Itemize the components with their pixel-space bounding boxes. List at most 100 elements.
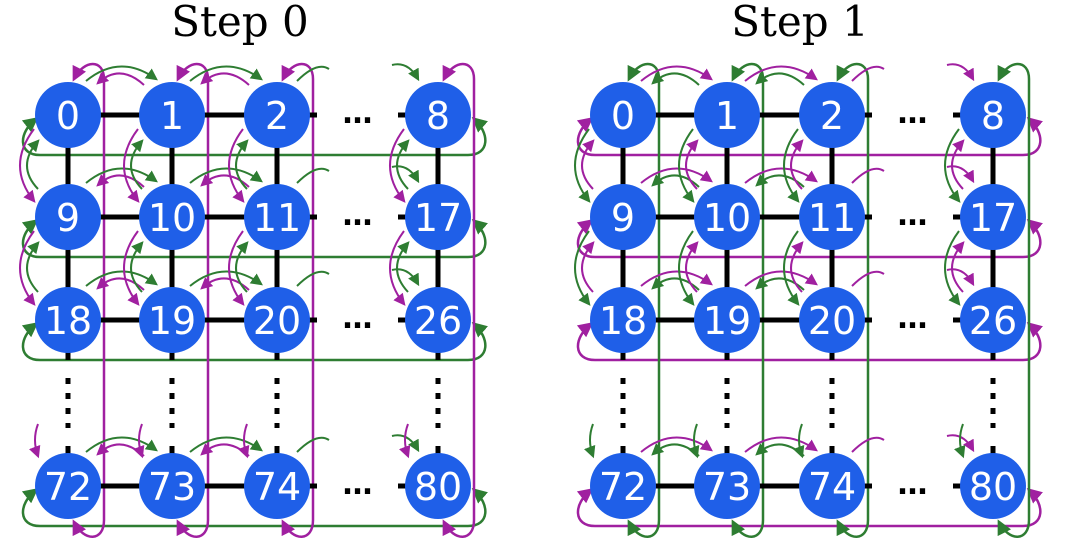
v-arrow-back-3-0 [396, 139, 410, 190]
v-arrow-back-2-0 [235, 139, 249, 190]
panel-title-step-1: Step 1 [731, 0, 868, 46]
v-arrow-fwd-1-1 [678, 230, 695, 306]
v-arrow-fwd-0-1 [574, 230, 591, 306]
col-wrap-link-1 [176, 62, 210, 538]
node-8 [960, 82, 1026, 148]
node-label-2: 2 [265, 94, 289, 138]
row-ellipsis-1: … [898, 198, 928, 233]
h-stub-in-1 [946, 165, 975, 184]
node-label-11: 11 [253, 196, 301, 240]
col-wrap-link-1 [731, 62, 765, 538]
col-wrap-link-3 [997, 62, 1031, 538]
h-arrow-back-2-1 [200, 277, 250, 291]
v-arrow-fwd-1-0 [123, 128, 140, 203]
node-label-20: 20 [253, 299, 301, 343]
node-73 [694, 453, 760, 519]
node-8 [405, 82, 471, 148]
node-10 [694, 184, 760, 250]
v-arrow-fwd-2-1 [228, 230, 245, 306]
panel-title-step-0: Step 0 [171, 0, 308, 46]
v-arrow-fwd-2-0 [228, 128, 245, 203]
h-stub-in-0 [946, 63, 975, 82]
node-label-18: 18 [44, 299, 92, 343]
h-stub-in-2 [946, 268, 975, 287]
node-20 [799, 287, 865, 353]
h-arrow-back-1-1 [200, 174, 250, 188]
h-stub-in-2 [391, 268, 420, 287]
h-arrow-back-0-1 [755, 72, 805, 86]
h-stub-out-2 [851, 270, 885, 287]
h-stub-in-3 [391, 434, 420, 453]
v-arrow-fwd-0-0 [19, 128, 36, 203]
node-label-74: 74 [808, 465, 856, 509]
row-wrap-link-2 [576, 322, 1043, 362]
v-arrow-back-1-1 [685, 241, 699, 293]
v-stub-in-3 [954, 423, 966, 459]
v-arrow-fwd-3-1 [944, 230, 961, 306]
node-label-8: 8 [426, 94, 450, 138]
node-label-10: 10 [148, 196, 196, 240]
node-0 [35, 82, 101, 148]
h-arrow-fwd-1-1 [189, 167, 263, 184]
node-11 [799, 184, 865, 250]
h-stub-out-2 [296, 270, 330, 287]
v-stub-in-0 [584, 423, 596, 459]
v-arrow-back-1-0 [130, 139, 144, 190]
node-20 [244, 287, 310, 353]
h-arrow-back-2-0 [651, 277, 700, 291]
v-arrow-fwd-3-0 [944, 128, 961, 203]
h-stub-out-1 [851, 167, 885, 184]
v-arrow-fwd-1-1 [123, 230, 140, 306]
node-label-19: 19 [703, 299, 751, 343]
node-label-1: 1 [715, 94, 739, 138]
node-label-26: 26 [414, 299, 462, 343]
node-label-80: 80 [414, 465, 462, 509]
h-arrow-fwd-0-1 [189, 65, 263, 82]
node-0 [590, 82, 656, 148]
node-label-19: 19 [148, 299, 196, 343]
v-arrow-back-3-0 [951, 139, 965, 190]
row-wrap-link-1 [21, 219, 488, 259]
node-label-73: 73 [703, 465, 751, 509]
h-arrow-back-2-1 [755, 277, 805, 291]
row-wrap-link-0 [576, 117, 1043, 157]
h-arrow-fwd-1-1 [744, 167, 818, 184]
node-label-1: 1 [160, 94, 184, 138]
h-arrow-fwd-0-0 [85, 65, 158, 82]
v-arrow-back-2-1 [235, 241, 249, 293]
h-stub-in-1 [391, 165, 420, 184]
node-label-73: 73 [148, 465, 196, 509]
h-arrow-back-2-0 [96, 277, 145, 291]
v-arrow-fwd-0-1 [19, 230, 36, 306]
node-80 [405, 453, 471, 519]
col-wrap-link-2 [836, 62, 870, 538]
h-stub-out-0 [851, 65, 885, 82]
h-arrow-fwd-2-1 [189, 270, 263, 287]
row-wrap-link-1 [576, 219, 1043, 259]
node-74 [244, 453, 310, 519]
node-11 [244, 184, 310, 250]
node-label-26: 26 [969, 299, 1017, 343]
h-arrow-fwd-3-0 [640, 436, 713, 453]
v-arrow-back-3-1 [396, 241, 410, 293]
node-label-72: 72 [599, 465, 647, 509]
h-arrow-fwd-3-1 [189, 436, 263, 453]
h-arrow-back-1-0 [651, 174, 700, 188]
v-arrow-back-1-1 [130, 241, 144, 293]
h-stub-out-3 [296, 436, 330, 453]
node-label-11: 11 [808, 196, 856, 240]
v-stub-in-1 [688, 423, 700, 459]
node-label-8: 8 [981, 94, 1005, 138]
v-stub-in-1 [133, 423, 145, 459]
v-stub-in-0 [29, 423, 41, 459]
node-label-9: 9 [611, 196, 635, 240]
v-arrow-back-2-1 [790, 241, 804, 293]
node-label-72: 72 [44, 465, 92, 509]
h-stub-in-0 [391, 63, 420, 82]
row-wrap-link-3 [576, 488, 1043, 528]
row-ellipsis-3: … [898, 467, 928, 502]
row-ellipsis-0: … [343, 96, 373, 131]
